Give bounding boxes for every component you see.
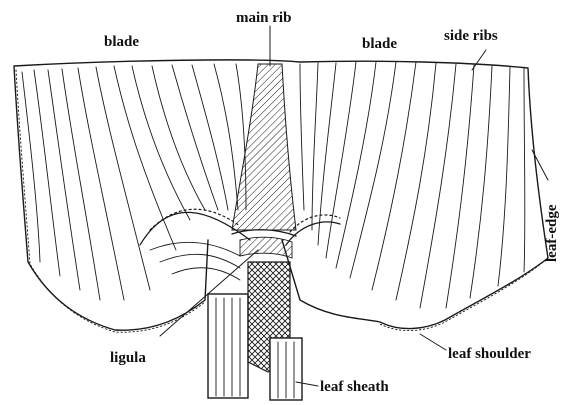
side-ribs-left: [22, 64, 246, 300]
label-leaf-sheath: leaf sheath: [320, 379, 389, 395]
leader-leaf-shoulder: [420, 334, 446, 350]
leaf-edge-serration: [380, 70, 548, 331]
label-main-rib: main rib: [236, 10, 291, 26]
leader-leaf-edge: [532, 150, 548, 180]
main-rib: [232, 64, 296, 230]
ligula-fold-lines: [150, 242, 240, 280]
label-leaf-edge: leaf-edge: [544, 204, 560, 262]
leaf-sheath-left: [208, 294, 248, 398]
label-blade-left: blade: [104, 34, 139, 50]
label-ligula: ligula: [110, 350, 146, 366]
ligula-band: [232, 230, 296, 236]
leaf-edge-serration-left: [16, 70, 205, 332]
label-leaf-shoulder: leaf shoulder: [448, 346, 531, 362]
label-blade-right: blade: [362, 36, 397, 52]
side-ribs-right: [300, 62, 525, 308]
ligula-band-fill: [240, 237, 292, 258]
ligula-fold-left: [140, 212, 250, 245]
label-side-ribs: side ribs: [444, 28, 498, 44]
leader-side-ribs: [472, 50, 486, 70]
